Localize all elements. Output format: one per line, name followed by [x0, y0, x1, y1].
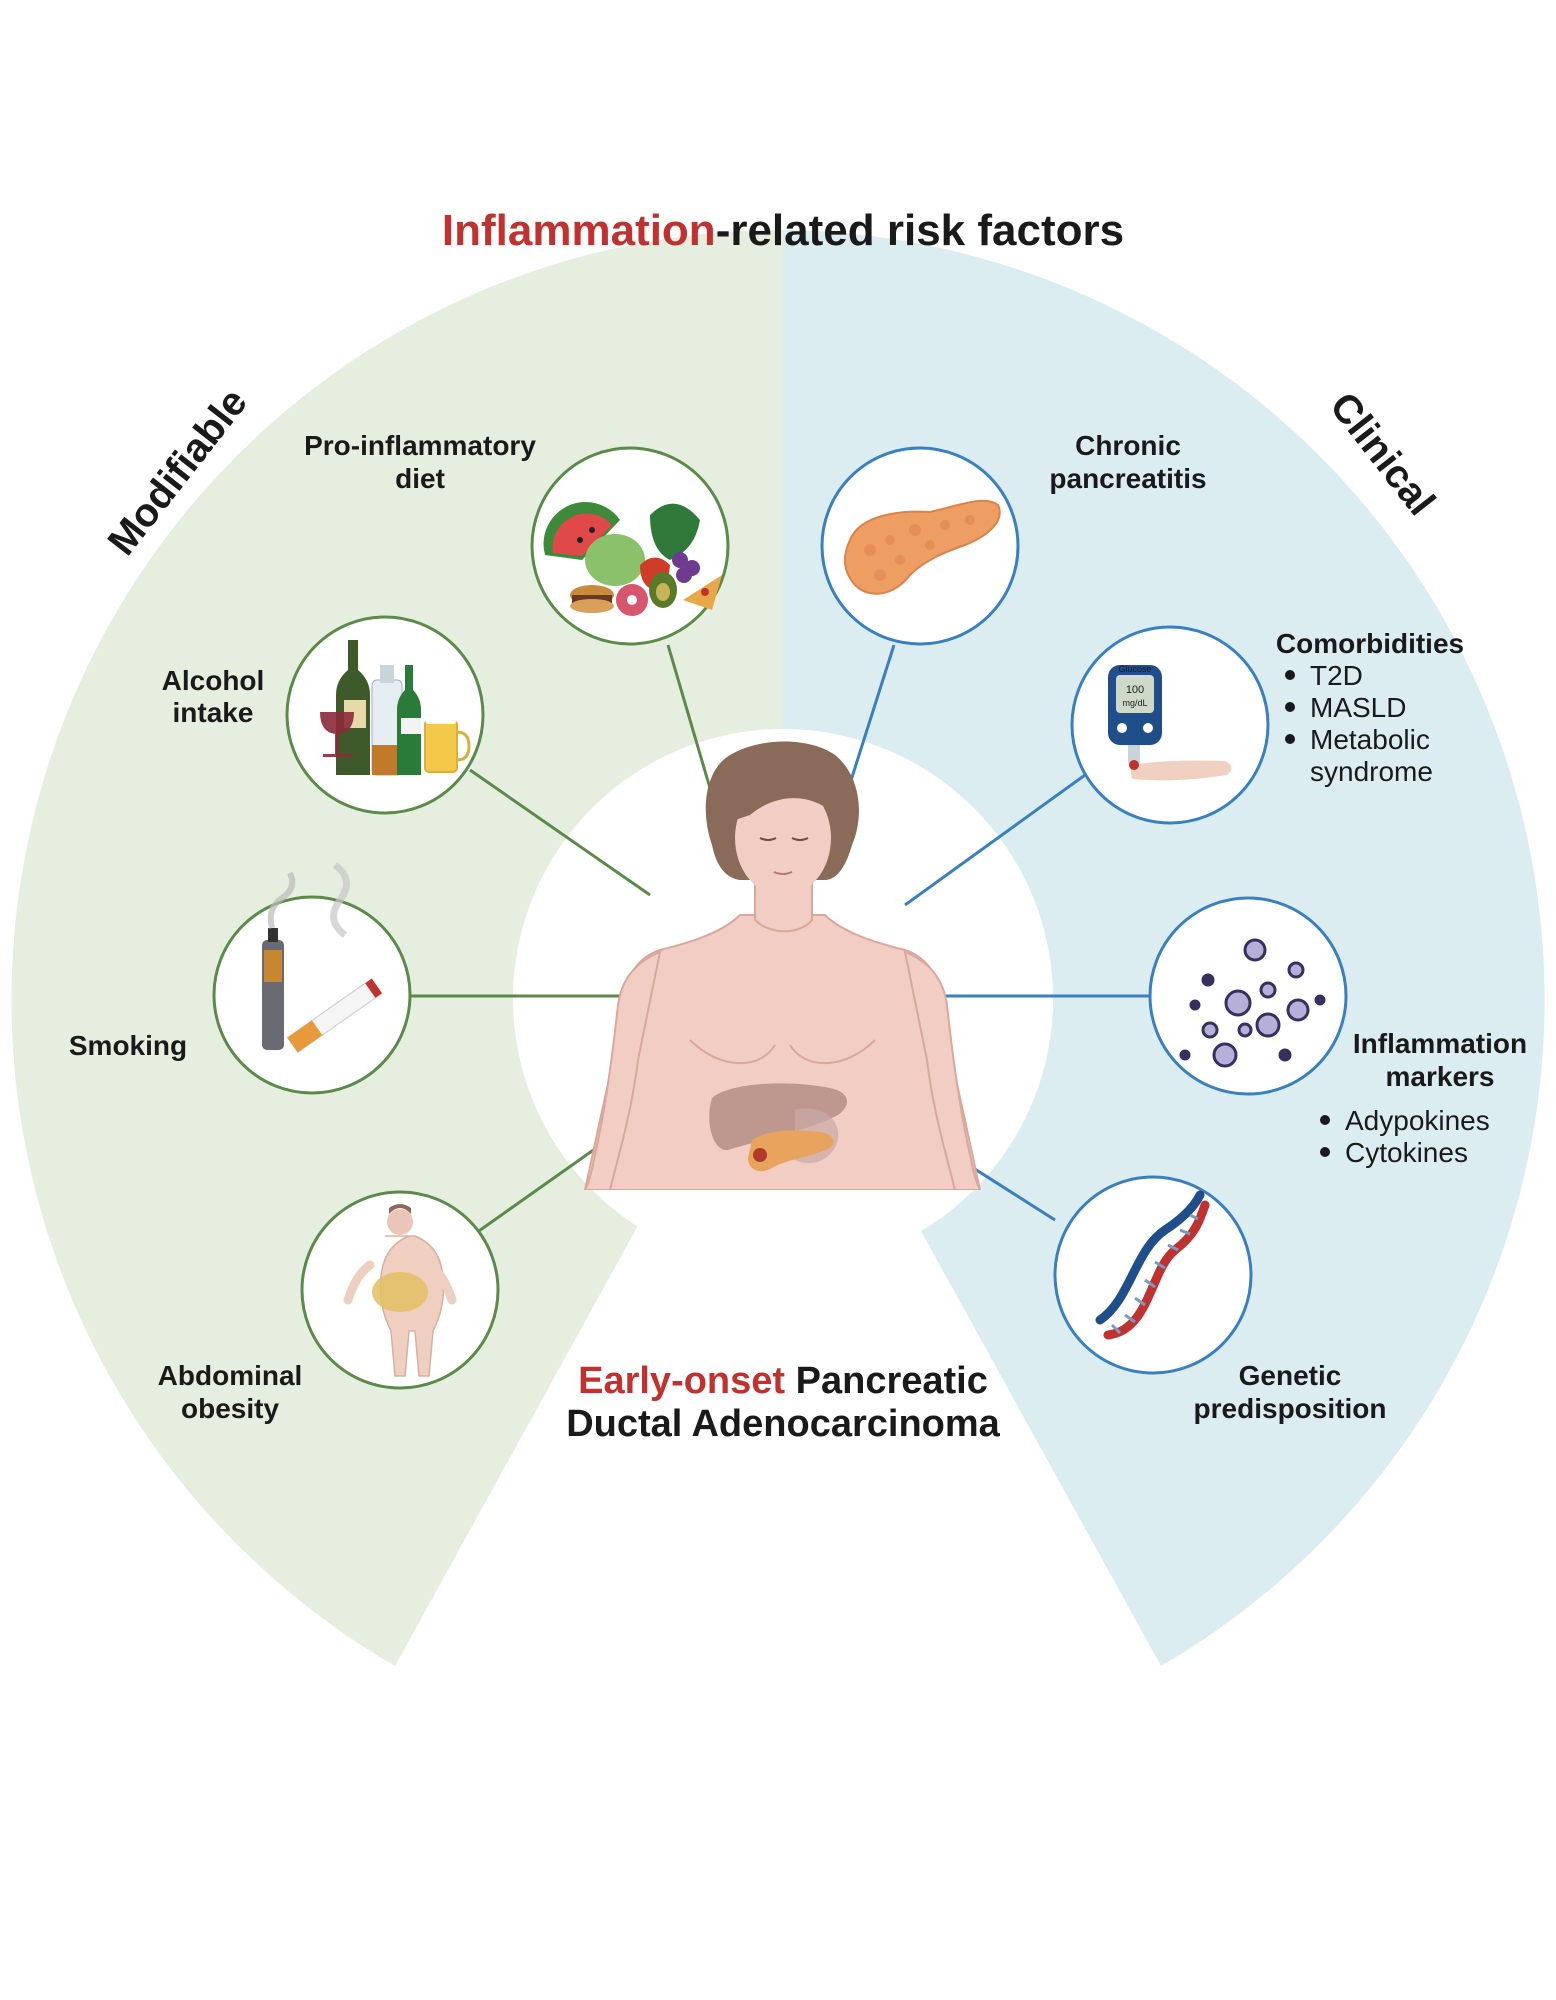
food-icon	[543, 502, 722, 616]
center-title-highlight: Early-onset	[578, 1360, 785, 1402]
title: Inflammation-related risk factors	[442, 206, 1124, 255]
obesity-label-2: obesity	[181, 1393, 279, 1424]
center-title-line2: Ductal Adenocarcinoma	[566, 1403, 1000, 1445]
bullet-dot	[1285, 734, 1295, 744]
bullet-metabolic: Metabolic	[1310, 724, 1430, 755]
markers-label-2: markers	[1386, 1061, 1495, 1092]
glucose-brand: Glucose	[1118, 664, 1151, 674]
cigarette-vape-icon	[262, 862, 383, 1054]
obese-person-icon	[343, 1204, 457, 1377]
factor-markers	[1148, 896, 1348, 1096]
title-rest: -related risk factors	[716, 206, 1124, 255]
bullet-t2d: T2D	[1310, 660, 1363, 691]
dna-icon	[1095, 1190, 1210, 1340]
liver-icon	[709, 1083, 848, 1151]
pancreas-in-body-icon	[748, 1130, 834, 1172]
pancreatitis-label-1: Chronic	[1075, 430, 1181, 461]
smoking-label: Smoking	[69, 1030, 187, 1061]
right-arm	[903, 950, 982, 1190]
center-title-line1: Early-onset Pancreatic	[578, 1360, 988, 1402]
bullet-dot	[1285, 670, 1295, 680]
genetic-circle	[1053, 1175, 1253, 1375]
markers-bullets: Adypokines Cytokines	[1320, 1105, 1490, 1168]
bullet-dot	[1320, 1147, 1330, 1157]
factor-alcohol	[285, 615, 485, 815]
bullet-adypokines: Adypokines	[1345, 1105, 1490, 1136]
smoking-circle	[212, 895, 412, 1095]
comorbidities-label: Comorbidities	[1276, 628, 1464, 659]
markers-label-1: Inflammation	[1353, 1028, 1527, 1059]
pancreatitis-label-2: pancreatitis	[1049, 463, 1206, 494]
diet-label-2: diet	[395, 463, 445, 494]
torso	[583, 914, 982, 1190]
genetic-label-1: Genetic	[1239, 1360, 1342, 1391]
bullet-dot	[1320, 1115, 1330, 1125]
connector-comorbidities	[904, 773, 1086, 907]
comorbidities-bullets: T2D MASLD Metabolic syndrome	[1285, 660, 1433, 787]
obesity-label-1: Abdominal	[158, 1360, 303, 1391]
chest-contour	[689, 1039, 876, 1065]
connector-alcohol	[469, 768, 651, 897]
title-highlight: Inflammation	[442, 206, 716, 255]
glucose-reading: 100	[1126, 684, 1144, 696]
bullet-masld: MASLD	[1310, 692, 1406, 723]
center-title-rest: Pancreatic	[785, 1360, 988, 1402]
factor-obesity	[300, 1190, 500, 1390]
diet-label-1: Pro-inflammatory	[304, 430, 536, 461]
alcohol-bottles-icon	[320, 640, 471, 776]
genetic-label-2: predisposition	[1194, 1393, 1387, 1424]
bullet-cytokines: Cytokines	[1345, 1137, 1468, 1168]
center-gap	[395, 1222, 1161, 1680]
factor-comorbidities: Glucose 100 mg/dL	[1070, 625, 1270, 825]
bullet-dot	[1285, 702, 1295, 712]
eyes	[759, 837, 809, 841]
factor-smoking	[212, 862, 412, 1095]
tumor-dot	[753, 1148, 767, 1162]
face	[735, 780, 831, 896]
connector-diet	[666, 644, 714, 796]
glucose-unit: mg/dL	[1122, 698, 1147, 708]
human-figure-icon	[583, 741, 982, 1190]
bullet-syndrome: syndrome	[1310, 756, 1433, 787]
factor-genetic	[1053, 1175, 1253, 1375]
factor-pancreatitis	[820, 446, 1020, 646]
hair-fringe	[735, 773, 836, 820]
pancreas-icon	[844, 499, 1001, 595]
mouth	[773, 871, 793, 875]
glucose-meter-icon: Glucose 100 mg/dL	[1108, 664, 1232, 781]
molecules-icon	[1179, 938, 1326, 1068]
left-arm	[583, 950, 662, 1190]
comorbidities-circle	[1070, 625, 1270, 825]
alcohol-label-2: intake	[173, 697, 254, 728]
alcohol-label-1: Alcohol	[162, 665, 265, 696]
factor-diet	[530, 446, 730, 646]
